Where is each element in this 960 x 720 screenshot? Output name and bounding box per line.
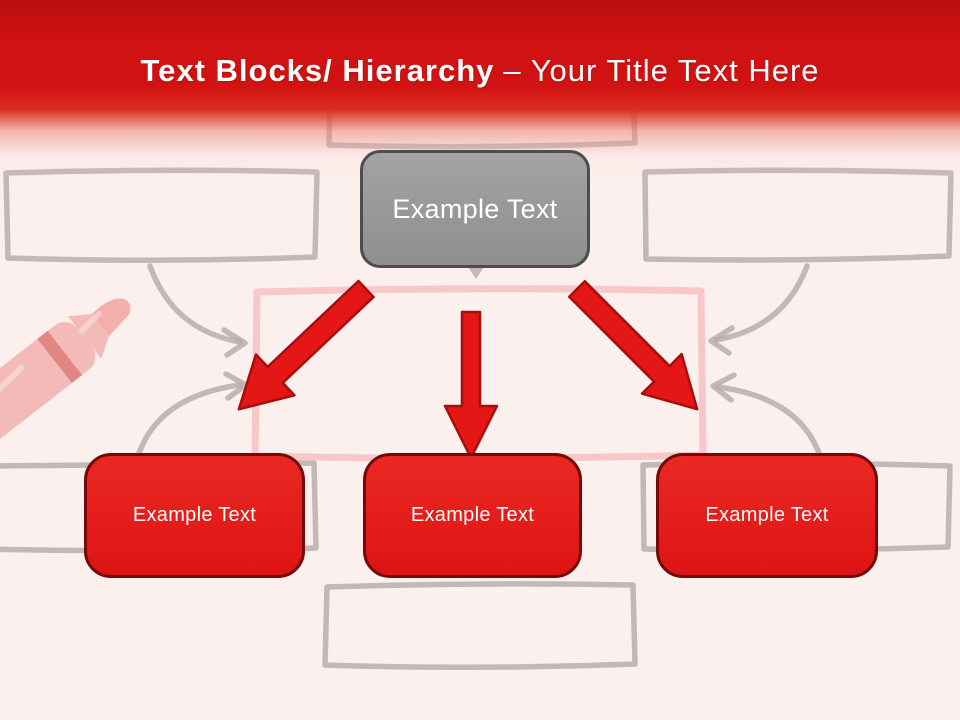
sketch-box-top-right (642, 167, 954, 263)
sketch-arrow-bottom-left-icon (135, 371, 249, 459)
sketch-arrow-top-left-icon (147, 263, 248, 358)
child-node-box-middle[interactable]: Example Text (363, 453, 582, 578)
child-node-box-left[interactable]: Example Text (84, 453, 305, 578)
page-title: Text Blocks/ Hierarchy– Your Title Text … (0, 0, 960, 91)
title-regular-part: – Your Title Text Here (503, 53, 820, 88)
child-node-box-right[interactable]: Example Text (656, 453, 878, 578)
child-node-label: Example Text (705, 504, 829, 526)
child-node-label: Example Text (132, 504, 257, 526)
sketch-arrow-bottom-right-icon (710, 372, 823, 459)
title-bold-part: Text Blocks/ Hierarchy (140, 53, 495, 88)
sketch-box-bottom-center (322, 581, 638, 671)
sketch-connector-arrowhead-down-icon (468, 267, 484, 279)
red-marker-pen-image (0, 298, 131, 493)
child-node-label: Example Text (410, 504, 535, 526)
sketch-arrow-top-right-icon (708, 263, 810, 356)
red-arrow-left (237, 279, 375, 411)
red-arrow-right (567, 279, 699, 411)
red-arrow-middle (443, 310, 499, 460)
parent-node-label: Example Text (392, 193, 558, 224)
parent-node-box[interactable]: Example Text (360, 150, 590, 268)
sketch-box-top-left (3, 167, 320, 264)
